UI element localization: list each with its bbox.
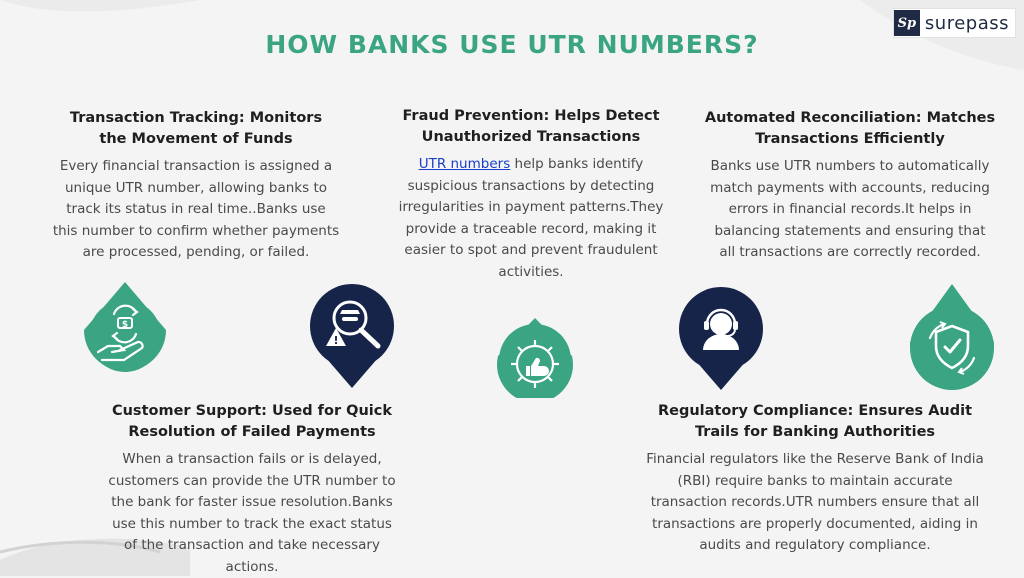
regulatory-compliance-block: Regulatory Compliance: Ensures Audit Tra…	[644, 401, 986, 557]
automated-reconciliation-body: Banks use UTR numbers to automatically m…	[710, 158, 990, 260]
fraud-prevention-heading: Fraud Prevention: Helps Detect Unauthori…	[402, 108, 660, 145]
transaction-tracking-heading: Transaction Tracking: Monitors the Movem…	[69, 110, 323, 147]
fraud-prevention-body: UTR numbers help banks identify suspicio…	[392, 154, 670, 283]
fraud-prevention-body-text: help banks identify suspicious transacti…	[398, 156, 664, 280]
utr-numbers-link[interactable]: UTR numbers	[418, 156, 511, 172]
shield-check-icon	[910, 284, 994, 390]
transaction-tracking-block: Transaction Tracking: Monitors the Movem…	[52, 108, 340, 264]
surepass-logo: Sp surepass	[892, 8, 1016, 38]
regulatory-compliance-heading: Regulatory Compliance: Ensures Audit Tra…	[657, 403, 973, 440]
automated-reconciliation-block: Automated Reconciliation: Matches Transa…	[700, 108, 1000, 264]
money-cycle-hand-icon: $	[84, 282, 166, 372]
fraud-prevention-block: Fraud Prevention: Helps Detect Unauthori…	[392, 106, 670, 283]
regulatory-compliance-body: Financial regulators like the Reserve Ba…	[646, 451, 984, 553]
customer-support-body: When a transaction fails or is delayed, …	[108, 451, 396, 575]
logo-word: surepass	[924, 12, 1009, 34]
svg-text:!: !	[333, 334, 338, 347]
customer-support-block: Customer Support: Used for Quick Resolut…	[104, 401, 400, 578]
support-headset-icon	[679, 287, 763, 390]
logo-mark: Sp	[893, 10, 920, 36]
svg-text:$: $	[122, 320, 128, 330]
page-title: HOW BANKS USE UTR NUMBERS?	[265, 30, 759, 59]
fraud-detective-icon: !	[310, 284, 394, 388]
transaction-tracking-body: Every financial transaction is assigned …	[52, 158, 340, 260]
automated-reconciliation-heading: Automated Reconciliation: Matches Transa…	[704, 110, 996, 147]
thumbs-up-gear-icon	[497, 318, 573, 398]
customer-support-heading: Customer Support: Used for Quick Resolut…	[111, 403, 393, 440]
